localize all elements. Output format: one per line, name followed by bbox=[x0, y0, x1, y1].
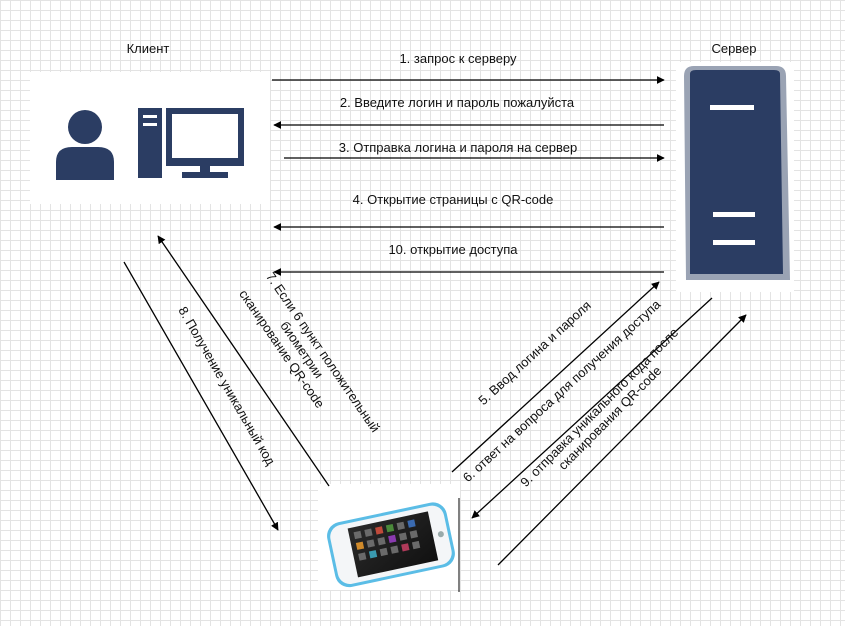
client-label: Клиент bbox=[127, 41, 170, 56]
label-step-3: 3. Отправка логина и пароля на сервер bbox=[339, 140, 577, 155]
smartphone-icon bbox=[327, 502, 455, 588]
desktop-computer-icon bbox=[138, 108, 244, 178]
label-step-2: 2. Введите логин и пароль пожалуйста bbox=[340, 95, 575, 110]
label-step-4: 4. Открытие страницы с QR-code bbox=[353, 192, 554, 207]
label-step-5-text: 5. Ввод логина и пароля bbox=[475, 298, 593, 408]
label-step-1: 1. запрос к серверу bbox=[399, 51, 517, 66]
user-icon bbox=[56, 110, 114, 180]
label-step-10: 10. открытие доступа bbox=[388, 242, 518, 257]
label-step-5: 5. Ввод логина и пароля bbox=[475, 298, 593, 408]
arrow-step-8 bbox=[123, 261, 279, 531]
arrow-step-6 bbox=[471, 297, 713, 519]
arrow-step-5 bbox=[451, 281, 660, 473]
server-label: Сервер bbox=[711, 41, 756, 56]
server-tower-icon bbox=[684, 66, 790, 280]
arrow-step-7 bbox=[157, 235, 330, 487]
arrow-step-9 bbox=[497, 314, 747, 566]
